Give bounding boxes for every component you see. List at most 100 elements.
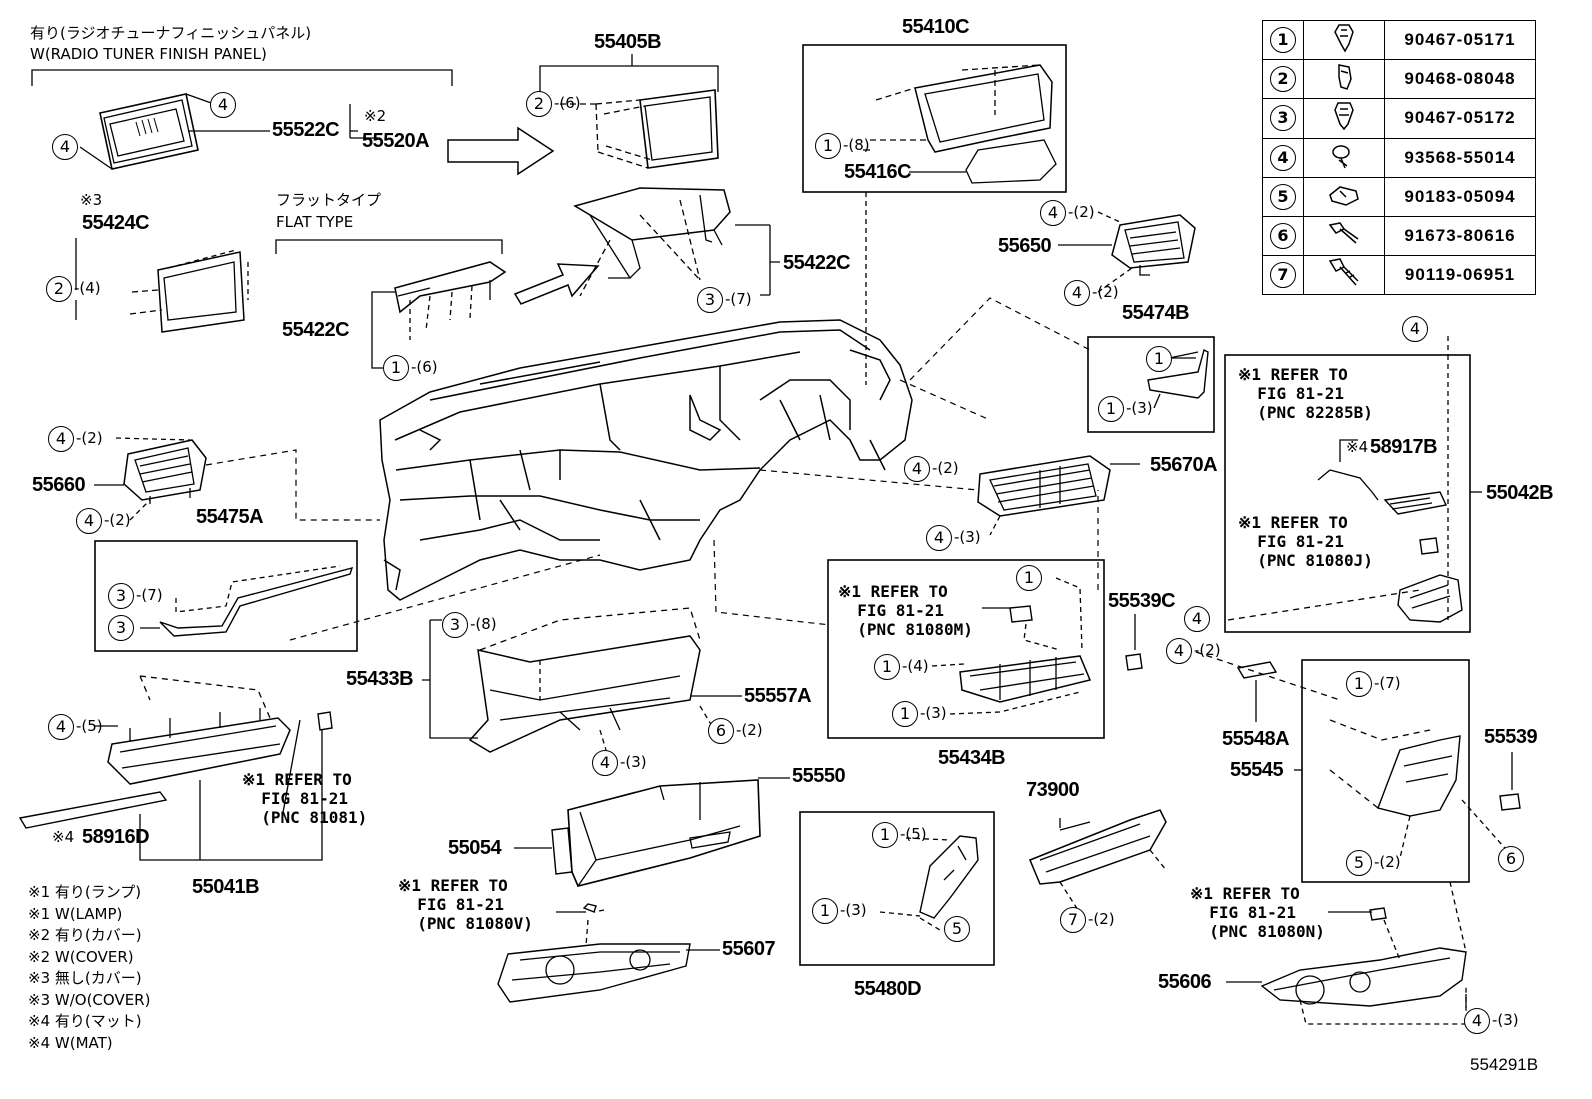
lower-cover-55041B-drawing	[107, 675, 333, 785]
table-row: 2 90468-08048	[1262, 59, 1536, 100]
mat-58916D-drawing	[18, 791, 168, 829]
undercover-55606-drawing	[1260, 907, 1467, 1007]
arrow-right-top	[447, 126, 555, 176]
part-55480D: 55480D	[854, 978, 922, 1000]
part-55042B: 55042B	[1486, 482, 1554, 504]
row-number: 1	[1270, 27, 1296, 54]
table-row: 1 90467-05171	[1262, 19, 1536, 61]
part-55434B: 55434B	[938, 747, 1006, 769]
part-73900: 73900	[1026, 779, 1080, 801]
part-number: 90467-05172	[1384, 98, 1536, 139]
part-58917B: 58917B	[1370, 436, 1438, 458]
part-55539: 55539	[1484, 726, 1538, 748]
header-en: W(RADIO TUNER FINISH PANEL)	[30, 45, 267, 63]
table-row: 4 93568-55014	[1262, 137, 1536, 178]
vent-55650-drawing	[1111, 214, 1196, 276]
part-55405B: 55405B	[594, 31, 662, 53]
clip-icon	[1338, 63, 1352, 90]
damper-55054-drawing	[551, 827, 573, 875]
airbag-73900-drawing	[1029, 809, 1167, 885]
meter-hood-drawing	[870, 64, 1057, 184]
mark-2: ※2	[364, 107, 387, 125]
ref-81081: ※1 REFER TO FIG 81-21 (PNC 81081)	[242, 770, 368, 827]
vent-55660-drawing	[123, 439, 207, 504]
part-58916D: 58916D	[82, 826, 150, 848]
mark-4-58916D: ※4	[52, 828, 75, 846]
panel-55545-drawing	[1329, 719, 1461, 817]
ref-81080M: ※1 REFER TO FIG 81-21 (PNC 81080M)	[838, 582, 973, 639]
clip-55539C-drawing	[1125, 653, 1143, 671]
part-55539C: 55539C	[1108, 590, 1176, 612]
ref-81080J: ※1 REFER TO FIG 81-21 (PNC 81080J)	[1238, 513, 1373, 570]
instrument-panel-drawing	[379, 319, 913, 601]
part-55424C: 55424C	[82, 212, 150, 234]
mark-3: ※3	[80, 191, 103, 209]
table-row: 5 90183-05094	[1262, 176, 1536, 217]
row-number: 4	[1270, 144, 1296, 171]
row-number: 7	[1270, 262, 1296, 289]
bolt-icon	[1328, 221, 1359, 244]
part-55522C: 55522C	[272, 119, 340, 141]
lower-panel-55433B-drawing	[468, 607, 701, 753]
part-55607: 55607	[722, 938, 776, 960]
flat-type-en: FLAT TYPE	[276, 213, 354, 231]
notes-legend: ※1 有り(ランプ) ※1 W(LAMP) ※2 有り(カバー) ※2 W(CO…	[28, 883, 151, 1052]
clip-55539-drawing	[1499, 793, 1521, 811]
fastener-table: 1 90467-05171 2 90468-08048 3 90467-0517…	[1262, 19, 1536, 296]
clip-icon	[1334, 23, 1354, 53]
row-number: 2	[1270, 66, 1296, 93]
switch-base-55042B-drawing	[1317, 439, 1463, 623]
trim-55548A-drawing	[1236, 661, 1278, 679]
part-55474B: 55474B	[1122, 302, 1190, 324]
diagram-code: 554291B	[1470, 1055, 1539, 1074]
table-row: 3 90467-05172	[1262, 98, 1536, 139]
bracket-55480D-drawing	[879, 835, 979, 931]
part-number: 90468-08048	[1384, 59, 1536, 100]
part-number: 90183-05094	[1384, 176, 1536, 217]
row-number: 5	[1270, 183, 1296, 210]
row-number: 3	[1270, 105, 1296, 132]
part-55433B: 55433B	[346, 668, 414, 690]
switch-panel-55434B-drawing	[931, 577, 1092, 715]
part-number: 90119-06951	[1384, 255, 1536, 296]
part-number: 93568-55014	[1384, 137, 1536, 178]
part-55422C-flat: 55422C	[282, 319, 350, 341]
clip-icon	[1334, 102, 1354, 131]
part-55548A: 55548A	[1222, 728, 1290, 750]
part-55650: 55650	[998, 235, 1052, 257]
upper-panel-55422C-drawing	[573, 187, 731, 297]
mark-4-58917B: ※4	[1346, 438, 1369, 456]
part-55606: 55606	[1158, 971, 1212, 993]
row-number: 6	[1270, 223, 1296, 250]
nut-clip-icon	[1329, 186, 1359, 207]
part-55520A: 55520A	[362, 130, 430, 152]
part-55475A: 55475A	[196, 506, 264, 528]
part-number: 91673-80616	[1384, 215, 1536, 257]
part-55054: 55054	[448, 837, 502, 859]
part-55557A: 55557A	[744, 685, 812, 707]
header-jp: 有り(ラジオチューナフィニッシュパネル)	[30, 24, 312, 42]
part-55550: 55550	[792, 765, 846, 787]
radio-finish-panel-drawing	[79, 93, 380, 170]
ref-81080N: ※1 REFER TO FIG 81-21 (PNC 81080N)	[1190, 884, 1325, 941]
trim-strip-55475A-drawing	[159, 565, 354, 637]
part-55545: 55545	[1230, 759, 1284, 781]
part-55416C: 55416C	[844, 161, 912, 183]
ref-82285B: ※1 REFER TO FIG 81-21 (PNC 82285B)	[1238, 365, 1373, 422]
table-row: 6 91673-80616	[1262, 215, 1536, 257]
flat-type-jp: フラットタイプ	[276, 191, 382, 209]
part-55041B: 55041B	[192, 876, 260, 898]
vent-55670A-drawing	[977, 455, 1111, 517]
flat-panel-55422C-drawing	[394, 261, 507, 340]
part-55670A: 55670A	[1150, 454, 1218, 476]
part-55422C: 55422C	[783, 252, 851, 274]
arrow-right-mid	[513, 263, 600, 305]
glove-box-55550-drawing	[567, 779, 761, 887]
bolt-icon	[1328, 257, 1359, 286]
part-55410C: 55410C	[902, 16, 970, 38]
display-55405B-drawing	[595, 89, 719, 169]
screw-icon	[1332, 145, 1350, 169]
undercover-55607-drawing	[497, 903, 691, 1003]
table-row: 7 90119-06951	[1262, 255, 1536, 296]
